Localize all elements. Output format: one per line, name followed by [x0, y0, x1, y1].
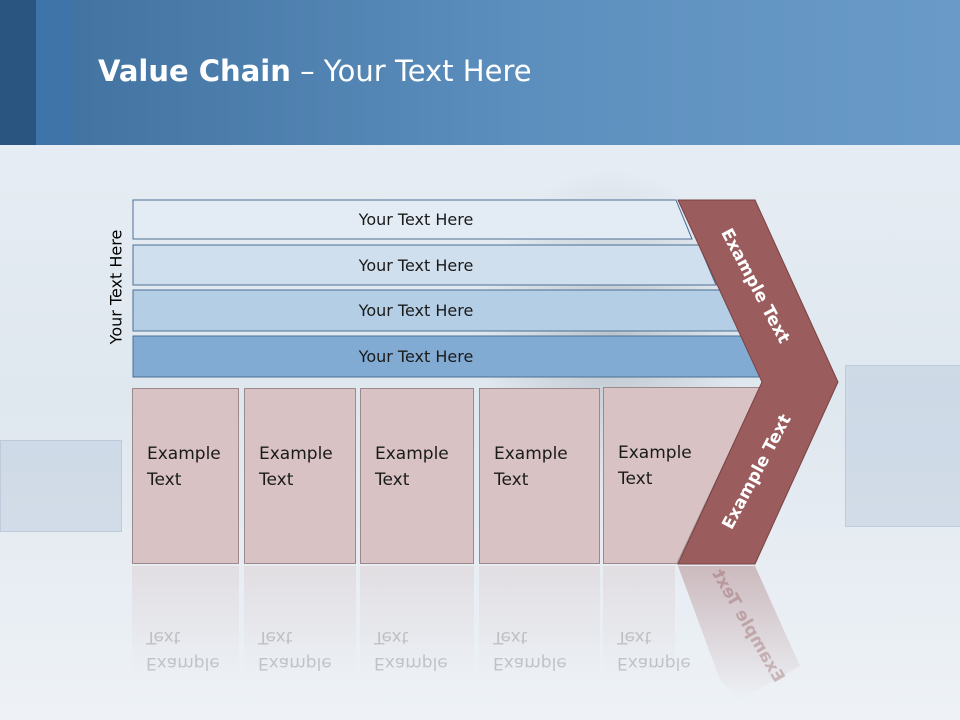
row-label: Your Text Here [358, 301, 474, 320]
activity-row-3[interactable]: Your Text Here [132, 289, 740, 332]
title-banner: Value Chain – Your Text Here [0, 0, 960, 145]
title-rest: – Your Text Here [290, 54, 532, 88]
title-bold: Value Chain [98, 54, 291, 88]
activity-row-1[interactable]: Your Text Here [132, 199, 693, 240]
activity-row-4[interactable]: Your Text Here [132, 335, 763, 378]
activity-row-2[interactable]: Your Text Here [132, 244, 717, 286]
row-label: Your Text Here [358, 210, 474, 229]
slide-title[interactable]: Value Chain – Your Text Here [98, 54, 532, 88]
background-window [0, 440, 122, 532]
row-label: Your Text Here [358, 255, 474, 275]
background-window [845, 365, 960, 527]
vertical-axis-label[interactable]: Your Text Here [106, 229, 126, 345]
banner-accent-dark [0, 0, 36, 145]
banner-accent-mid [36, 0, 74, 145]
row-label: Your Text Here [358, 347, 474, 366]
